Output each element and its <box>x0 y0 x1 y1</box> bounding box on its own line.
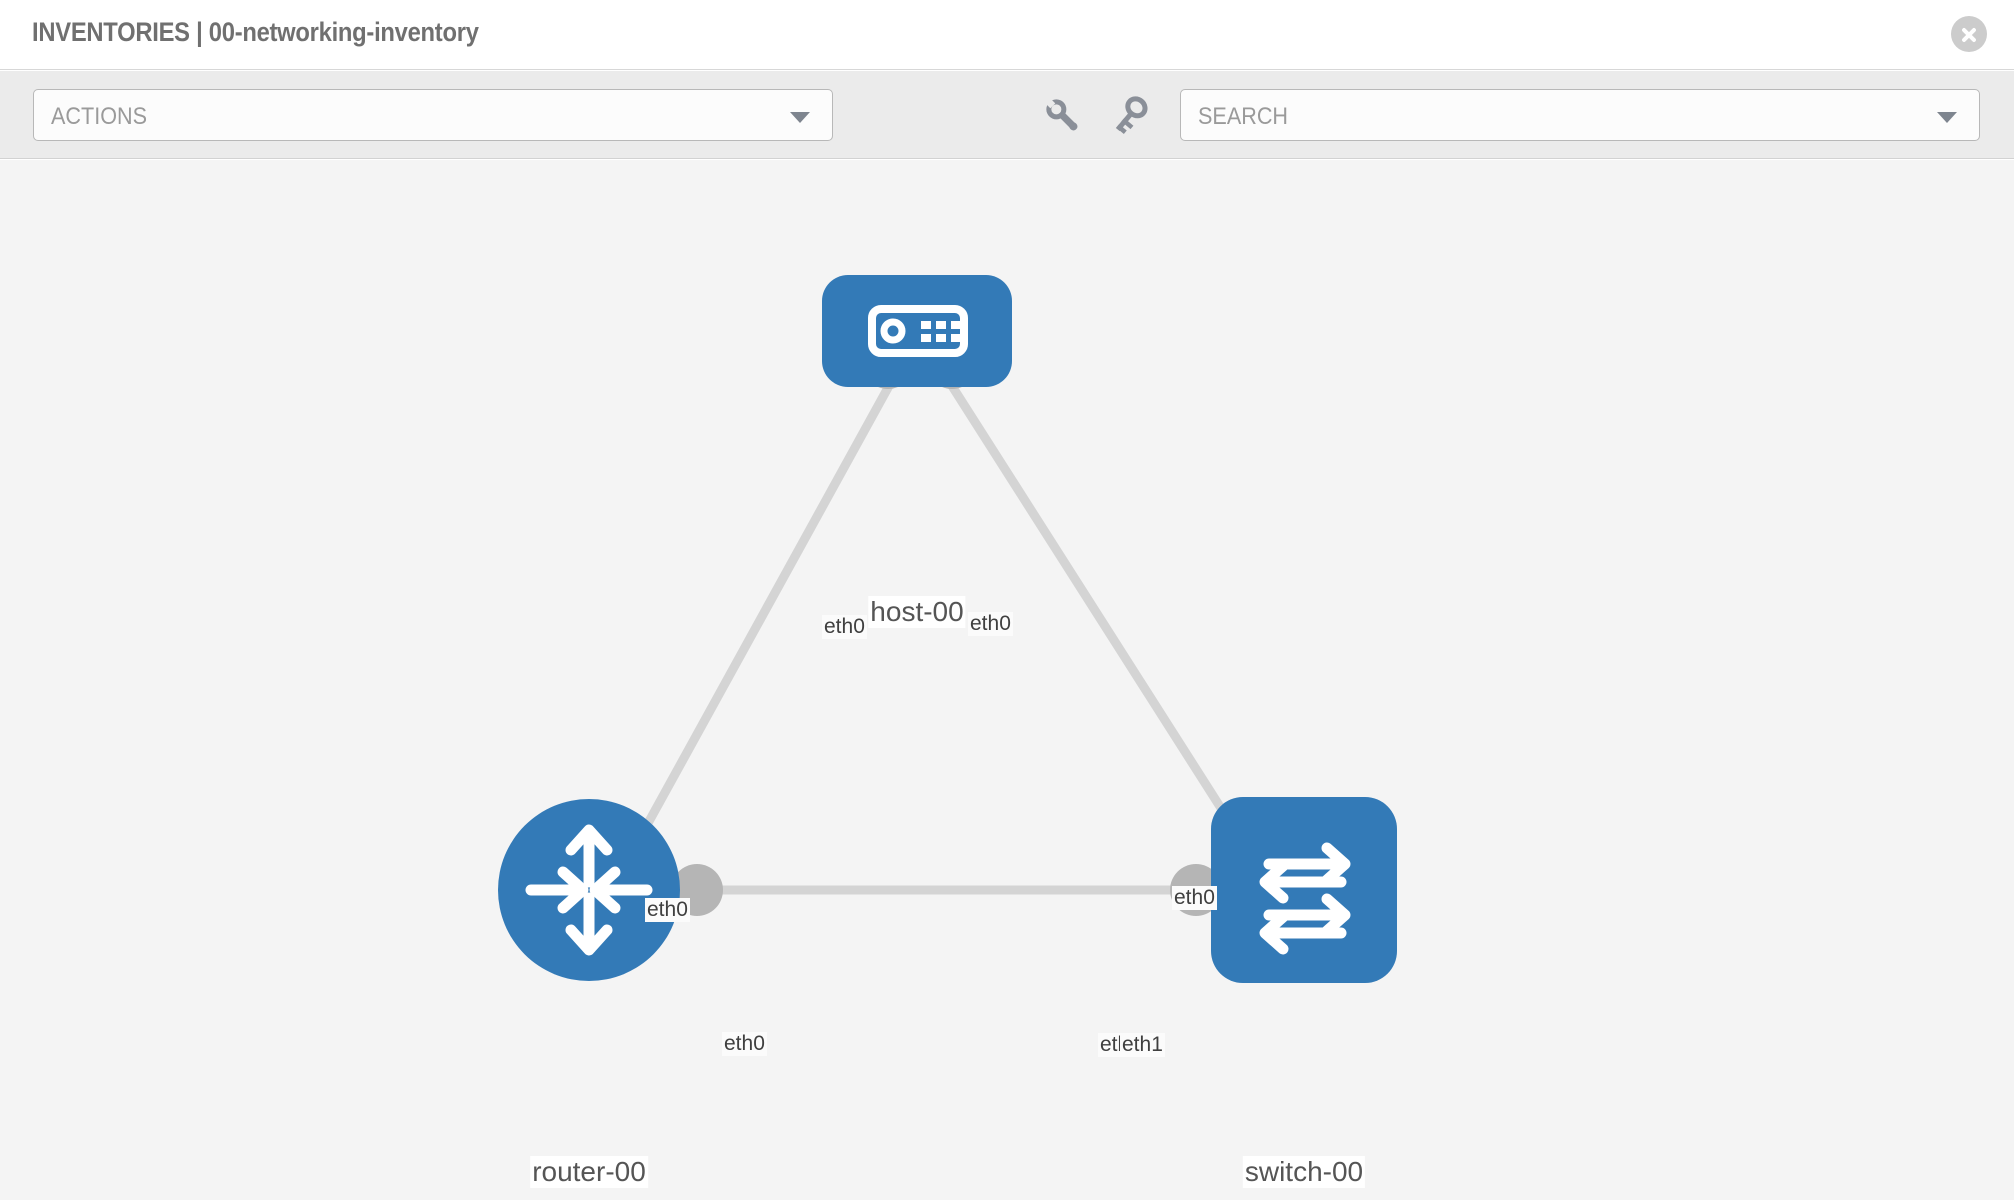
iface-label-host-eth0-right: eth0 <box>968 612 1013 636</box>
wrench-icon[interactable] <box>1040 93 1084 137</box>
page-header: INVENTORIES | 00-networking-inventory <box>0 0 2014 70</box>
node-switch-00[interactable] <box>1211 797 1397 983</box>
router-arrows-icon <box>525 824 653 956</box>
link-host-switch[interactable] <box>941 372 1244 841</box>
node-label-host-00: host-00 <box>868 596 966 628</box>
node-host-00[interactable] <box>822 275 1012 387</box>
search-input[interactable]: SEARCH <box>1180 89 1980 141</box>
key-icon[interactable] <box>1108 93 1152 137</box>
node-label-switch-00: switch-00 <box>1242 1156 1366 1188</box>
actions-dropdown-label: ACTIONS <box>51 103 148 130</box>
node-label-router-00: router-00 <box>530 1156 648 1188</box>
iface-label-switch-eth1: eth1 <box>1120 1033 1165 1057</box>
close-icon[interactable] <box>1951 16 1987 52</box>
topology-graph <box>498 275 1397 983</box>
topology-canvas[interactable]: eth0 eth0 eth0 eth0 eth0 eth eth1 host-0… <box>0 160 2014 1200</box>
iface-label-router-eth0-up: eth0 <box>645 898 690 922</box>
page-title: INVENTORIES | 00-networking-inventory <box>32 17 479 47</box>
actions-dropdown[interactable]: ACTIONS <box>33 89 833 141</box>
chevron-down-icon[interactable] <box>1937 112 1957 123</box>
iface-label-host-eth0-left: eth0 <box>822 615 867 639</box>
node-router-00[interactable] <box>498 799 680 981</box>
switch-arrows-icon <box>1259 842 1351 955</box>
chevron-down-icon <box>790 112 810 123</box>
toolbar: ACTIONS <box>0 71 2014 159</box>
iface-label-router-eth0: eth0 <box>722 1032 767 1056</box>
search-placeholder: SEARCH <box>1198 103 1289 130</box>
iface-label-switch-eth0: eth0 <box>1172 886 1217 910</box>
link-host-router[interactable] <box>621 372 899 868</box>
server-icon <box>868 305 968 357</box>
